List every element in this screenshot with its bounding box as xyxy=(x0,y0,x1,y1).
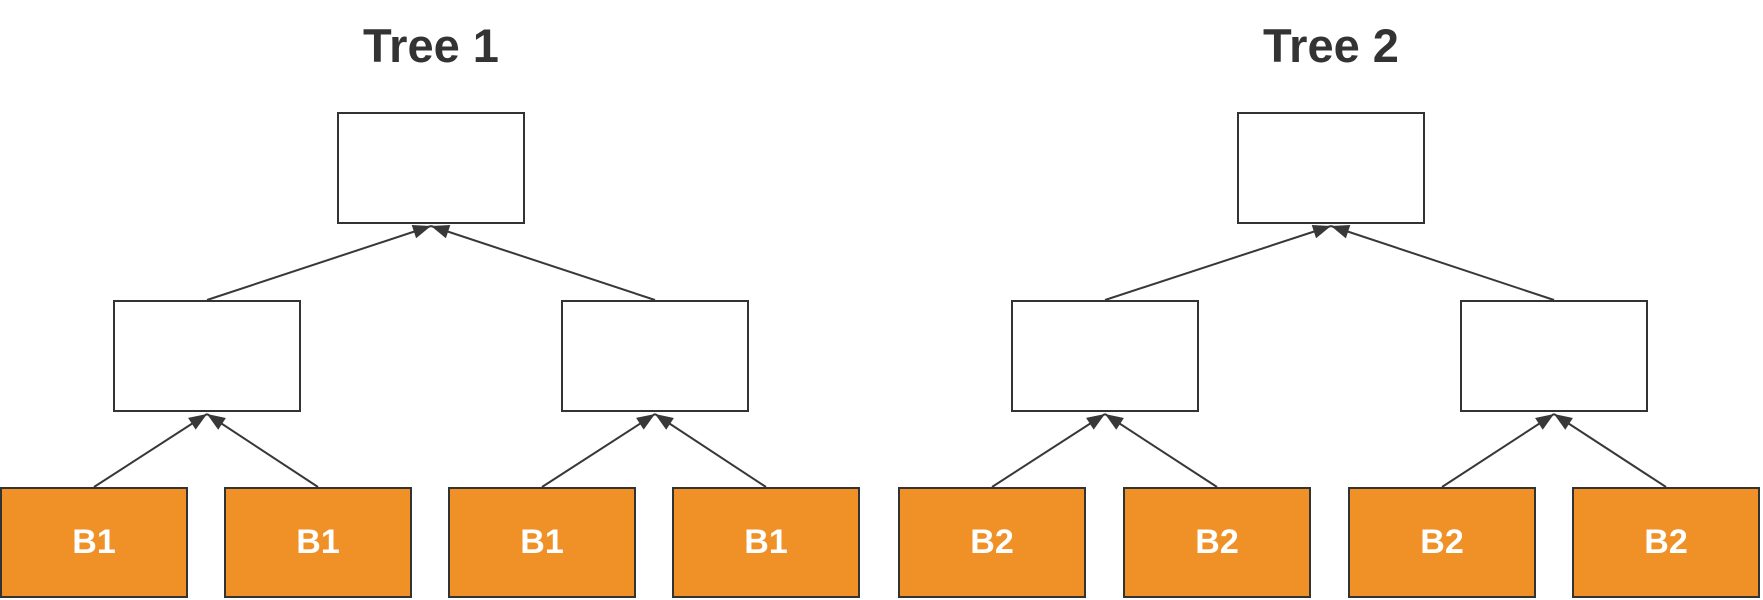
edge-t2-leaf3-to-right xyxy=(1441,413,1555,488)
tree2-leaf-1: B2 xyxy=(898,487,1086,598)
tree2-leaf-3: B2 xyxy=(1348,487,1536,598)
edge-t2-leaf4-to-right xyxy=(1553,413,1667,488)
tree1-leaf-1-label: B1 xyxy=(72,523,116,561)
tree2-root-node xyxy=(1237,112,1425,224)
tree1-leaf-3: B1 xyxy=(448,487,636,598)
tree2-leaf-3-label: B2 xyxy=(1420,523,1464,561)
tree1-root-node xyxy=(337,112,525,224)
tree2-internal-node-right xyxy=(1460,300,1648,412)
tree2-leaf-2: B2 xyxy=(1123,487,1311,598)
edge-t1-leaf4-to-right xyxy=(654,413,767,488)
tree1-leaf-1: B1 xyxy=(0,487,188,598)
tree2-internal-node-left xyxy=(1011,300,1199,412)
tree2-leaf-2-label: B2 xyxy=(1195,523,1239,561)
edge-t1-leaf3-to-right xyxy=(541,413,656,488)
edge-t1-leaf2-to-left xyxy=(206,413,319,488)
edge-t1-left-to-root xyxy=(206,224,432,301)
tree1-title: Tree 1 xyxy=(363,19,499,72)
tree2-leaf-4: B2 xyxy=(1572,487,1760,598)
edge-t2-leaf2-to-left xyxy=(1104,413,1218,488)
edge-t2-right-to-root xyxy=(1330,225,1555,301)
tree2-leaf-1-label: B2 xyxy=(970,523,1014,561)
tree2-leaf-4-label: B2 xyxy=(1644,523,1688,561)
edge-t1-leaf1-to-left xyxy=(93,413,208,488)
tree1-leaf-2-label: B1 xyxy=(296,523,340,561)
tree1-internal-node-right xyxy=(561,300,749,412)
tree1-leaf-2: B1 xyxy=(224,487,412,598)
tree1-internal-node-left xyxy=(113,300,301,412)
tree2-title: Tree 2 xyxy=(1263,19,1399,72)
tree1-leaf-4: B1 xyxy=(672,487,860,598)
tree1-leaf-3-label: B1 xyxy=(520,523,564,561)
tree1-leaf-4-label: B1 xyxy=(744,523,788,561)
edge-t2-leaf1-to-left xyxy=(991,413,1106,488)
edge-t2-left-to-root xyxy=(1104,224,1332,301)
edge-t1-right-to-root xyxy=(430,224,656,301)
